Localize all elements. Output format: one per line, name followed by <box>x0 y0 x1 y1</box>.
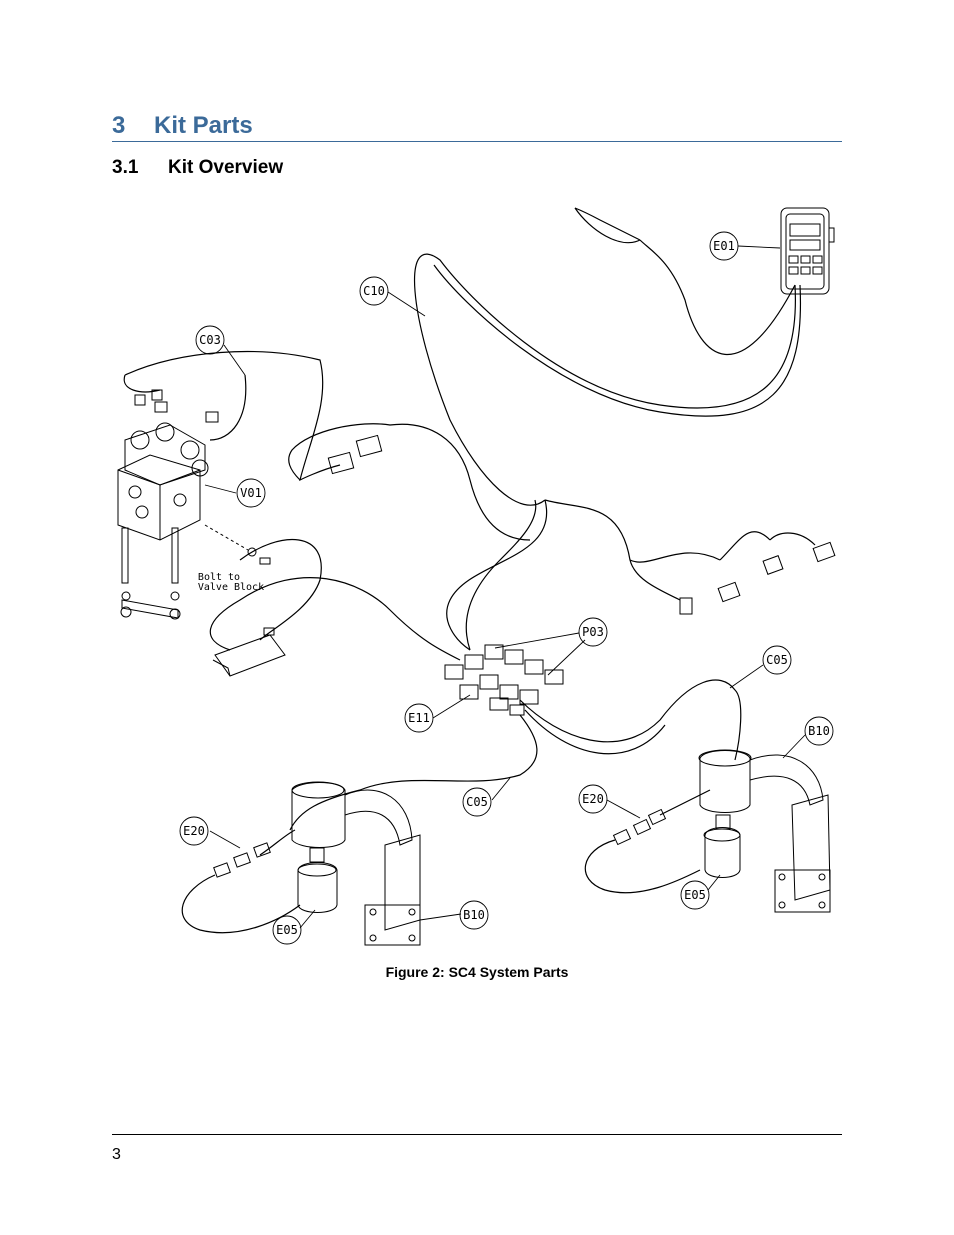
bolt-note-line1: Bolt to <box>198 572 240 583</box>
figure-caption: Figure 2: SC4 System Parts <box>385 964 569 980</box>
callout-b10-right: B10 <box>808 724 830 738</box>
section-number: 3.1 <box>112 157 139 178</box>
sensor-assembly-right <box>612 749 831 913</box>
callout-e05-right: E05 <box>684 888 706 902</box>
callout-e11: E11 <box>408 711 430 725</box>
callout-p03: P03 <box>582 625 604 639</box>
callout-labels: E01 C10 C03 V01 P03 C05 B10 E11 C05 E20 … <box>183 239 830 937</box>
callout-e20-right: E20 <box>582 792 604 806</box>
callout-c05-right: C05 <box>766 653 788 667</box>
sc4-system-parts-figure: E01 C10 C03 V01 P03 C05 B10 E11 C05 E20 … <box>117 207 836 946</box>
harness-connectors <box>327 434 836 615</box>
display-unit-e01 <box>780 207 835 295</box>
page-number: 3 <box>112 1146 121 1163</box>
connector-hub-e11 <box>444 644 564 716</box>
callout-b10-left: B10 <box>463 908 485 922</box>
callout-c05-left: C05 <box>466 795 488 809</box>
callout-leaders <box>204 245 806 929</box>
section-title: Kit Overview <box>168 157 284 178</box>
callout-e01: E01 <box>713 239 735 253</box>
callout-v01: V01 <box>240 486 262 500</box>
sensor-assembly-left <box>213 781 421 946</box>
chapter-title: Kit Parts <box>154 112 253 139</box>
callout-balloons <box>179 231 834 945</box>
callout-e05-left: E05 <box>276 923 298 937</box>
callout-e20-left: E20 <box>183 824 205 838</box>
callout-c10: C10 <box>363 284 385 298</box>
chapter-number: 3 <box>112 112 126 139</box>
footer-divider <box>112 1134 842 1135</box>
valve-block-v01 <box>117 389 271 620</box>
callout-c03: C03 <box>199 333 221 347</box>
bolt-note-line2: Valve Block <box>198 582 264 593</box>
cable-wires <box>123 207 816 934</box>
inline-switch-module <box>212 627 286 677</box>
chapter-heading: 3 Kit Parts <box>112 110 842 142</box>
